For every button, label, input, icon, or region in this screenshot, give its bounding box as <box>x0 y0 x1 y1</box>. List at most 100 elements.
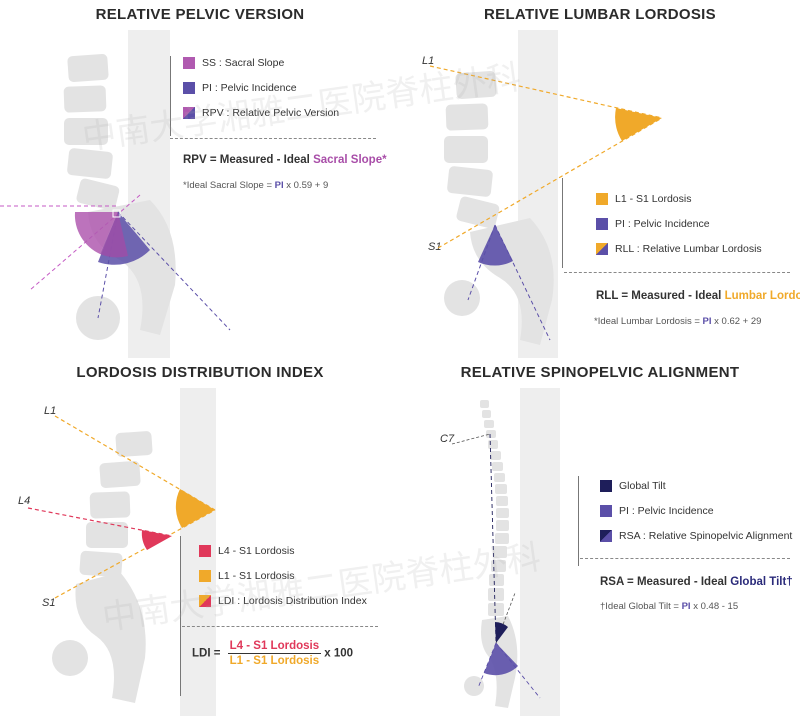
legend-divider <box>562 178 563 268</box>
legend-label: L1 - S1 Lordosis <box>218 569 295 582</box>
legend-label: Global Tilt <box>619 479 666 492</box>
lumbar-lordosis-diagram: L1 S1 <box>422 55 663 345</box>
vertebra <box>64 118 108 145</box>
vertebra <box>79 550 123 578</box>
vertebra <box>455 70 497 100</box>
l1-s1-lordosis-swatch <box>199 569 211 582</box>
note-text: x 0.59 + 9 <box>283 180 329 191</box>
perpendicular-line <box>495 642 541 699</box>
legend-item: RPV : Relative Pelvic Version <box>183 100 339 125</box>
legend-item: L4 - S1 Lordosis <box>199 538 367 563</box>
legend: L4 - S1 Lordosis L1 - S1 Lordosis LDI : … <box>199 538 367 613</box>
legend-label: L4 - S1 Lordosis <box>218 544 295 557</box>
panel-lordosis-distribution-index: LORDOSIS DISTRIBUTION INDEX L1 L4 S1 L4 … <box>0 358 400 716</box>
relative-pelvic-version-swatch <box>183 106 195 119</box>
note-pi: PI <box>681 601 691 612</box>
femoral-head <box>52 640 88 676</box>
formula-highlight: Lumbar Lordosis* <box>724 290 800 302</box>
panel-relative-spinopelvic-alignment: RELATIVE SPINOPELVIC ALIGNMENT C7 <box>400 358 800 716</box>
l1-label: L1 <box>422 55 434 67</box>
vertebra <box>444 136 488 163</box>
pelvic-incidence-wedge <box>478 225 513 266</box>
legend-item: RSA : Relative Spinopelvic Alignment <box>600 523 792 548</box>
legend-divider <box>170 56 171 136</box>
global-tilt-swatch <box>600 479 612 492</box>
lumbar-lordosis-wedge <box>615 108 662 141</box>
l4-s1-lordosis-wedge <box>141 530 172 550</box>
formula-text: RLL = Measured - Ideal <box>596 290 725 302</box>
right-angle-marker <box>112 209 121 218</box>
note-pi: PI <box>702 316 712 327</box>
panel-title: RELATIVE PELVIC VERSION <box>95 6 305 23</box>
legend: Global Tilt PI : Pelvic Incidence RSA : … <box>600 473 792 548</box>
dashed-separator <box>564 272 790 273</box>
relative-version-wedge <box>100 212 128 258</box>
hip-axis-line <box>467 224 496 301</box>
sacrum <box>75 572 146 703</box>
pelvic-incidence-wedge <box>484 643 518 676</box>
formula-text: RSA = Measured - Ideal <box>600 576 731 588</box>
note-text: *Ideal Lumbar Lordosis = <box>594 316 703 327</box>
formula-text: x 100 <box>321 647 354 660</box>
rsa-formula: RSA = Measured - Ideal Global Tilt† <box>600 576 793 588</box>
legend-label: SS : Sacral Slope <box>202 56 285 69</box>
pelvic-incidence-swatch <box>596 217 608 230</box>
legend-label: PI : Pelvic Incidence <box>202 81 297 94</box>
vertebra <box>63 85 107 113</box>
legend-label: L1 - S1 Lordosis <box>615 192 692 205</box>
vertebra <box>456 196 500 229</box>
vertebra <box>447 166 493 197</box>
pelvic-incidence-swatch <box>183 81 195 94</box>
s1-endplate-line <box>54 509 216 599</box>
fraction-denominator: L1 - S1 Lordosis <box>229 655 320 667</box>
legend: L1 - S1 Lordosis PI : Pelvic Incidence R… <box>596 186 762 261</box>
s1-endplate-line <box>437 117 663 249</box>
legend-item: PI : Pelvic Incidence <box>183 75 339 100</box>
rsa-ideal-note: †Ideal Global Tilt = PI x 0.48 - 15 <box>600 601 738 612</box>
legend-item: PI : Pelvic Incidence <box>596 211 762 236</box>
sacrum <box>470 218 554 345</box>
s1-label: S1 <box>42 597 55 609</box>
relative-lumbar-lordosis-swatch <box>596 242 608 255</box>
l1-label: L1 <box>44 405 56 417</box>
l4-label: L4 <box>18 495 30 507</box>
legend-label: RSA : Relative Spinopelvic Alignment <box>619 529 793 542</box>
rll-formula: RLL = Measured - Ideal Lumbar Lordosis* <box>596 290 800 302</box>
legend-item: PI : Pelvic Incidence <box>600 498 792 523</box>
formula-highlight: Sacral Slope* <box>313 154 387 166</box>
vertebra <box>67 53 109 83</box>
legend-item: LDI : Lordosis Distribution Index <box>199 588 367 613</box>
vertebra <box>445 103 489 131</box>
formula-highlight: Global Tilt† <box>730 576 793 588</box>
legend-label: RPV : Relative Pelvic Version <box>202 106 340 119</box>
panel-relative-lumbar-lordosis: RELATIVE LUMBAR LORDOSIS L1 S1 L1 - S1 L… <box>400 0 800 358</box>
dashed-separator <box>182 626 378 627</box>
lordosis-distribution-diagram: L1 L4 S1 <box>18 405 216 703</box>
legend-label: LDI : Lordosis Distribution Index <box>218 594 367 607</box>
fraction-numerator: L4 - S1 Lordosis <box>227 640 322 654</box>
pelvic-incidence-swatch <box>600 504 612 517</box>
global-tilt-wedge <box>495 622 508 643</box>
sacral-slope-wedge <box>74 212 118 254</box>
panel-title: RELATIVE LUMBAR LORDOSIS <box>484 6 716 23</box>
s1-label: S1 <box>428 241 441 253</box>
vertebra <box>115 431 153 457</box>
legend-divider <box>180 536 181 696</box>
l4-s1-lordosis-swatch <box>199 544 211 557</box>
perpendicular-line <box>117 211 231 331</box>
l1-endplate-line <box>429 65 663 119</box>
legend-label: RLL : Relative Lumbar Lordosis <box>615 242 762 255</box>
vertebra <box>86 522 128 548</box>
rll-ideal-note: *Ideal Lumbar Lordosis = PI x 0.62 + 29 <box>594 316 761 327</box>
dashed-separator <box>580 558 790 559</box>
dashed-separator <box>170 138 376 139</box>
note-text: †Ideal Global Tilt = <box>600 601 682 612</box>
legend-label: PI : Pelvic Incidence <box>619 504 714 517</box>
l1-s1-lordosis-wedge <box>175 489 215 528</box>
legend-item: RLL : Relative Lumbar Lordosis <box>596 236 762 261</box>
vertebra <box>67 148 113 179</box>
lordosis-distribution-swatch <box>199 594 211 607</box>
legend-item: SS : Sacral Slope <box>183 50 339 75</box>
note-text: *Ideal Sacral Slope = <box>183 180 275 191</box>
